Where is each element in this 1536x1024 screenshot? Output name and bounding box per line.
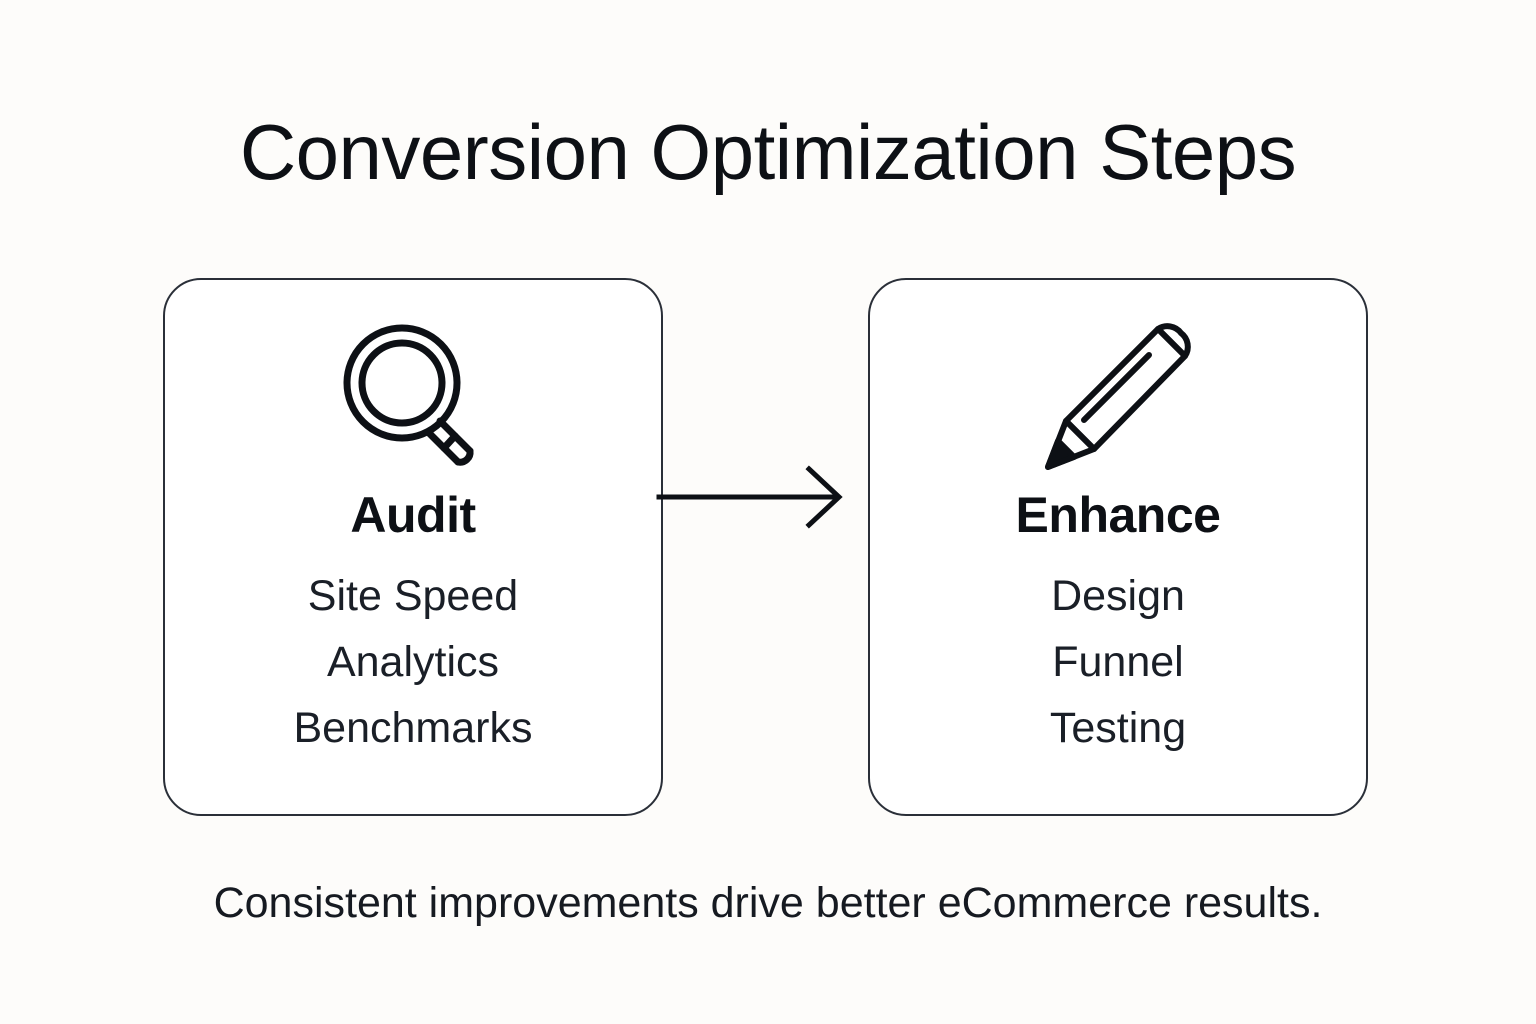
magnifying-glass-icon (328, 312, 498, 482)
list-item: Design (1051, 572, 1185, 620)
card-title-audit: Audit (350, 487, 476, 543)
card-title-enhance: Enhance (1015, 487, 1221, 543)
arrow-right-icon (655, 455, 855, 540)
card-audit[interactable]: Audit Site Speed Analytics Benchmarks (163, 278, 663, 816)
list-item: Testing (1049, 704, 1187, 752)
card-items-enhance: Design Funnel Testing (1050, 563, 1186, 761)
list-item: Benchmarks (293, 704, 533, 752)
list-item: Funnel (1052, 638, 1184, 686)
list-item: Site Speed (307, 572, 519, 620)
page-title: Conversion Optimization Steps (239, 108, 1297, 196)
pencil-icon (1033, 312, 1203, 482)
list-item: Analytics (326, 638, 500, 686)
card-items-audit: Site Speed Analytics Benchmarks (294, 563, 533, 761)
page-caption: Consistent improvements drive better eCo… (213, 879, 1323, 927)
card-enhance[interactable]: Enhance Design Funnel Testing (868, 278, 1368, 816)
